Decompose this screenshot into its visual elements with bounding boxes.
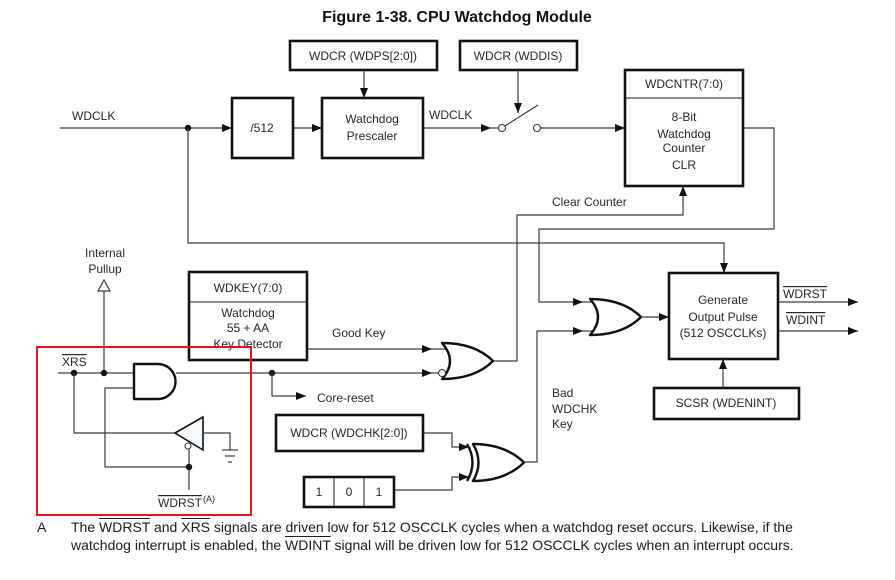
wire-clear-counter [493,186,687,362]
wdclk-input-label: WDCLK [72,109,115,123]
counter-box [623,68,745,188]
wdrst-pin-note: (A) [203,494,215,504]
wdcr-wdps-register: WDCR (WDPS[2:0]) [288,39,439,72]
wdcr-wdps-box [288,39,439,72]
wdcr-wdchk-label: WDCR (WDCHK[2:0]) [290,426,407,440]
prescaler-label-line: Prescaler [347,129,398,143]
wire-xrs-to-buffer [73,373,175,434]
wdcr-wddis-box [458,39,579,72]
key-detector-body-line: Watchdog [221,306,275,320]
wdcr-wdps-label: WDCR (WDPS[2:0]) [309,49,417,63]
counter-body-line: 8-Bit [672,110,697,124]
footnote-line: watchdog interrupt is enabled, the WDINT… [71,536,794,554]
internal-pullup-label-line: Internal [85,246,125,260]
buffer-enable-bubble [184,442,192,450]
junction-dot-pullup [100,369,108,377]
internal-pullup-label-line: Pullup [88,262,122,276]
wire-bits-to-xor [394,473,469,491]
or-gate-reset [588,297,643,337]
pullup-arrow-icon [96,278,112,292]
footnote-text: watchdog interrupt is enabled, the [71,537,286,553]
core-reset-label: Core-reset [317,391,374,405]
footnote-text: signal will be driven low for 512 OSCCLK… [330,537,794,553]
check-bit: 0 [346,485,353,499]
prescaler-block: Watchdog Prescaler [320,96,425,160]
bad-wdchk-key-label-line: WDCHK [552,402,597,416]
wdclk-prescaled-label: WDCLK [429,108,472,122]
pulse-generator-box [667,271,780,361]
key-detector-block: WDKEY(7:0) Watchdog 55 + AA Key Detector [187,270,309,362]
bad-wdchk-key-label-line: Bad [552,386,573,400]
footnote-signal-xrs: XRS [181,519,211,535]
footnote-signal-wdint: WDINT [285,537,331,553]
prescaler-label-line: Watchdog [345,112,399,126]
figure-title: Figure 1-38. CPU Watchdog Module [322,9,592,26]
watchdog-counter-block: WDCNTR(7:0) 8-Bit Watchdog Counter CLR [623,68,745,188]
key-detector-body-line: Key Detector [213,337,282,351]
wdcr-wdchk-register: WDCR (WDCHK[2:0]) [274,413,425,453]
counter-header: WDCNTR(7:0) [645,77,723,91]
footnote-marker: A [37,519,47,535]
counter-body-line: Watchdog [657,127,711,141]
ground-icon [222,449,238,463]
highlight-box [36,346,252,516]
pulse-generator-label-line: (512 OSCCLKs) [680,326,767,340]
footnote-line: The WDRST and XRS signals are driven low… [71,518,793,536]
switch-terminal-out [532,123,542,133]
junction-dot-wdrst [185,463,193,471]
check-bit: 1 [316,485,323,499]
pulse-generator-label-line: Output Pulse [688,310,758,324]
bad-wdchk-key-label-line: Key [552,417,573,431]
counter-body-line: Counter [663,141,706,155]
key-detector-body-line: 55 + AA [227,321,269,335]
key-detector-header: WDKEY(7:0) [214,281,283,295]
wire-bad-wdchk-key [524,327,583,463]
and-gate [132,362,177,401]
footnote-text: signals are driven low for 512 OSCCLK cy… [210,519,793,535]
pulse-generator-block: Generate Output Pulse (512 OSCCLKs) [667,271,780,361]
clear-counter-label: Clear Counter [552,195,627,209]
scsr-register: SCSR (WDENINT) [652,386,801,421]
check-bits-box [302,475,396,509]
xor-back-arc [465,443,474,482]
wdcr-wddis-label: WDCR (WDDIS) [474,49,563,63]
wire-wdchk-to-xor [423,432,469,451]
wdint-output-label: WDINT [786,313,826,327]
wire-and-lower-input [104,387,189,468]
scsr-box [652,386,801,421]
xrs-label: XRS [62,355,87,369]
wdcr-wddis-register: WDCR (WDDIS) [458,39,579,72]
switch-arm [504,104,539,127]
wire-wdclk-to-pulse-generator [187,128,728,273]
wire-counter-overflow-to-or [538,127,775,306]
scsr-label: SCSR (WDENINT) [676,396,777,410]
check-bits-constant: 1 0 1 [302,475,396,509]
check-bit: 1 [376,485,383,499]
pulse-generator-label-line: Generate [698,293,748,307]
wdrst-pin-label: WDRST [158,496,203,510]
switch-terminal-in [497,123,507,133]
xor-gate [465,442,526,483]
divider-block: /512 [230,96,295,160]
prescaler-box [320,96,425,160]
inverter-bubble-or-input [437,368,447,378]
wdrst-output-label: WDRST [783,287,828,301]
footnote-signal-wdrst: WDRST [99,519,151,535]
footnote-text: and [150,519,182,535]
divider-label: /512 [250,121,274,135]
counter-body-line: CLR [672,158,696,172]
wddis-switch [497,104,542,133]
footnote-text: The [71,519,100,535]
xor-body [471,442,526,483]
good-key-label: Good Key [332,326,385,340]
or-gate-clear [440,341,495,381]
wire-core-reset [271,373,306,400]
key-detector-box [187,270,309,362]
wire-buffer-to-ground [203,432,231,450]
